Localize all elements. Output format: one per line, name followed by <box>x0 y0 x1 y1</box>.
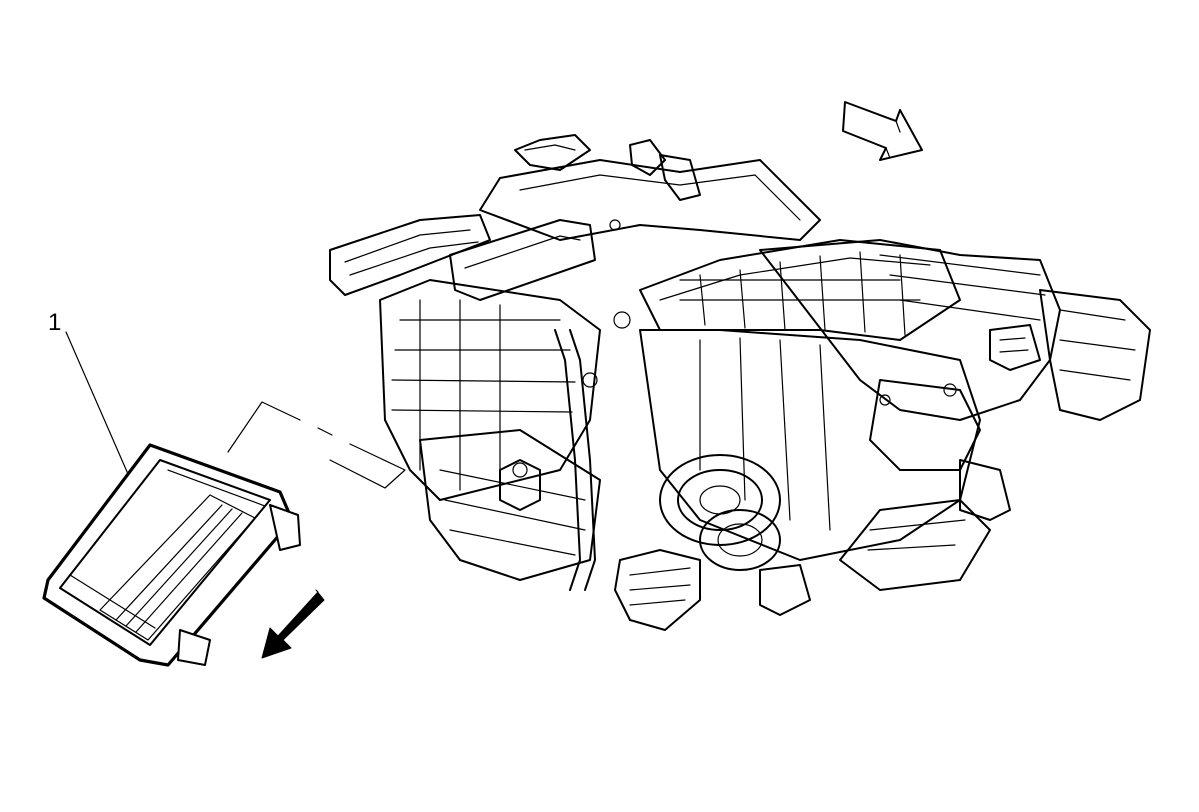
heater-core <box>42 443 301 667</box>
heater-core-fins <box>99 494 256 641</box>
callout-1-label: 1 <box>48 309 61 336</box>
blower-motor <box>659 454 781 571</box>
installation-leader-line <box>227 401 406 489</box>
hvac-module-housing <box>329 134 1151 631</box>
forward-arrow-icon <box>842 101 923 161</box>
callout-1-leader <box>65 331 129 475</box>
down-left-arrow-icon <box>261 589 325 659</box>
